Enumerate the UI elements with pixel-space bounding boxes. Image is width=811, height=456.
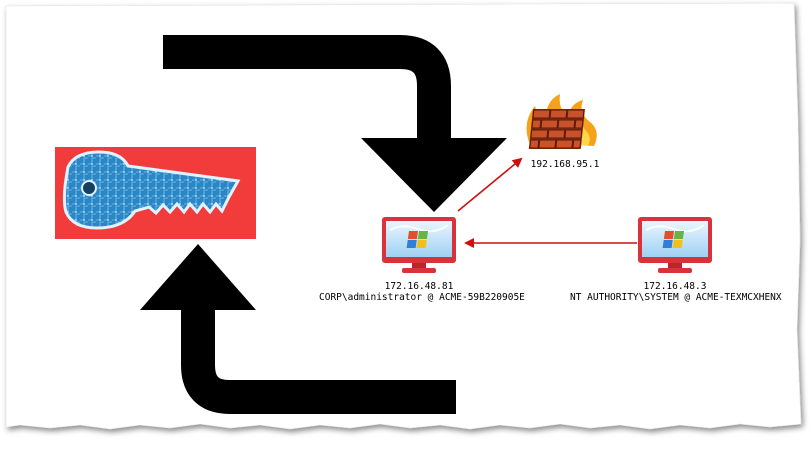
windows-monitor-icon: [382, 217, 456, 273]
flow-arrow-up: [140, 244, 456, 414]
flow-arrow-down: [163, 35, 507, 212]
node-1-user-label: CORP\administrator @ ACME-59B220905E: [319, 292, 525, 303]
firewall-ip-label: 192.168.95.1: [530, 159, 600, 170]
node-2-user-label: NT AUTHORITY\SYSTEM @ ACME-TEXMCXHENX: [570, 292, 782, 303]
firewall-icon: [526, 94, 597, 149]
node-2-ip-label: 172.16.48.3: [643, 281, 707, 292]
windows-monitor-icon: [638, 217, 712, 273]
link-to-firewall: [457, 157, 523, 212]
node-1-ip-label: 172.16.48.81: [384, 281, 454, 292]
key-icon: [55, 147, 256, 239]
